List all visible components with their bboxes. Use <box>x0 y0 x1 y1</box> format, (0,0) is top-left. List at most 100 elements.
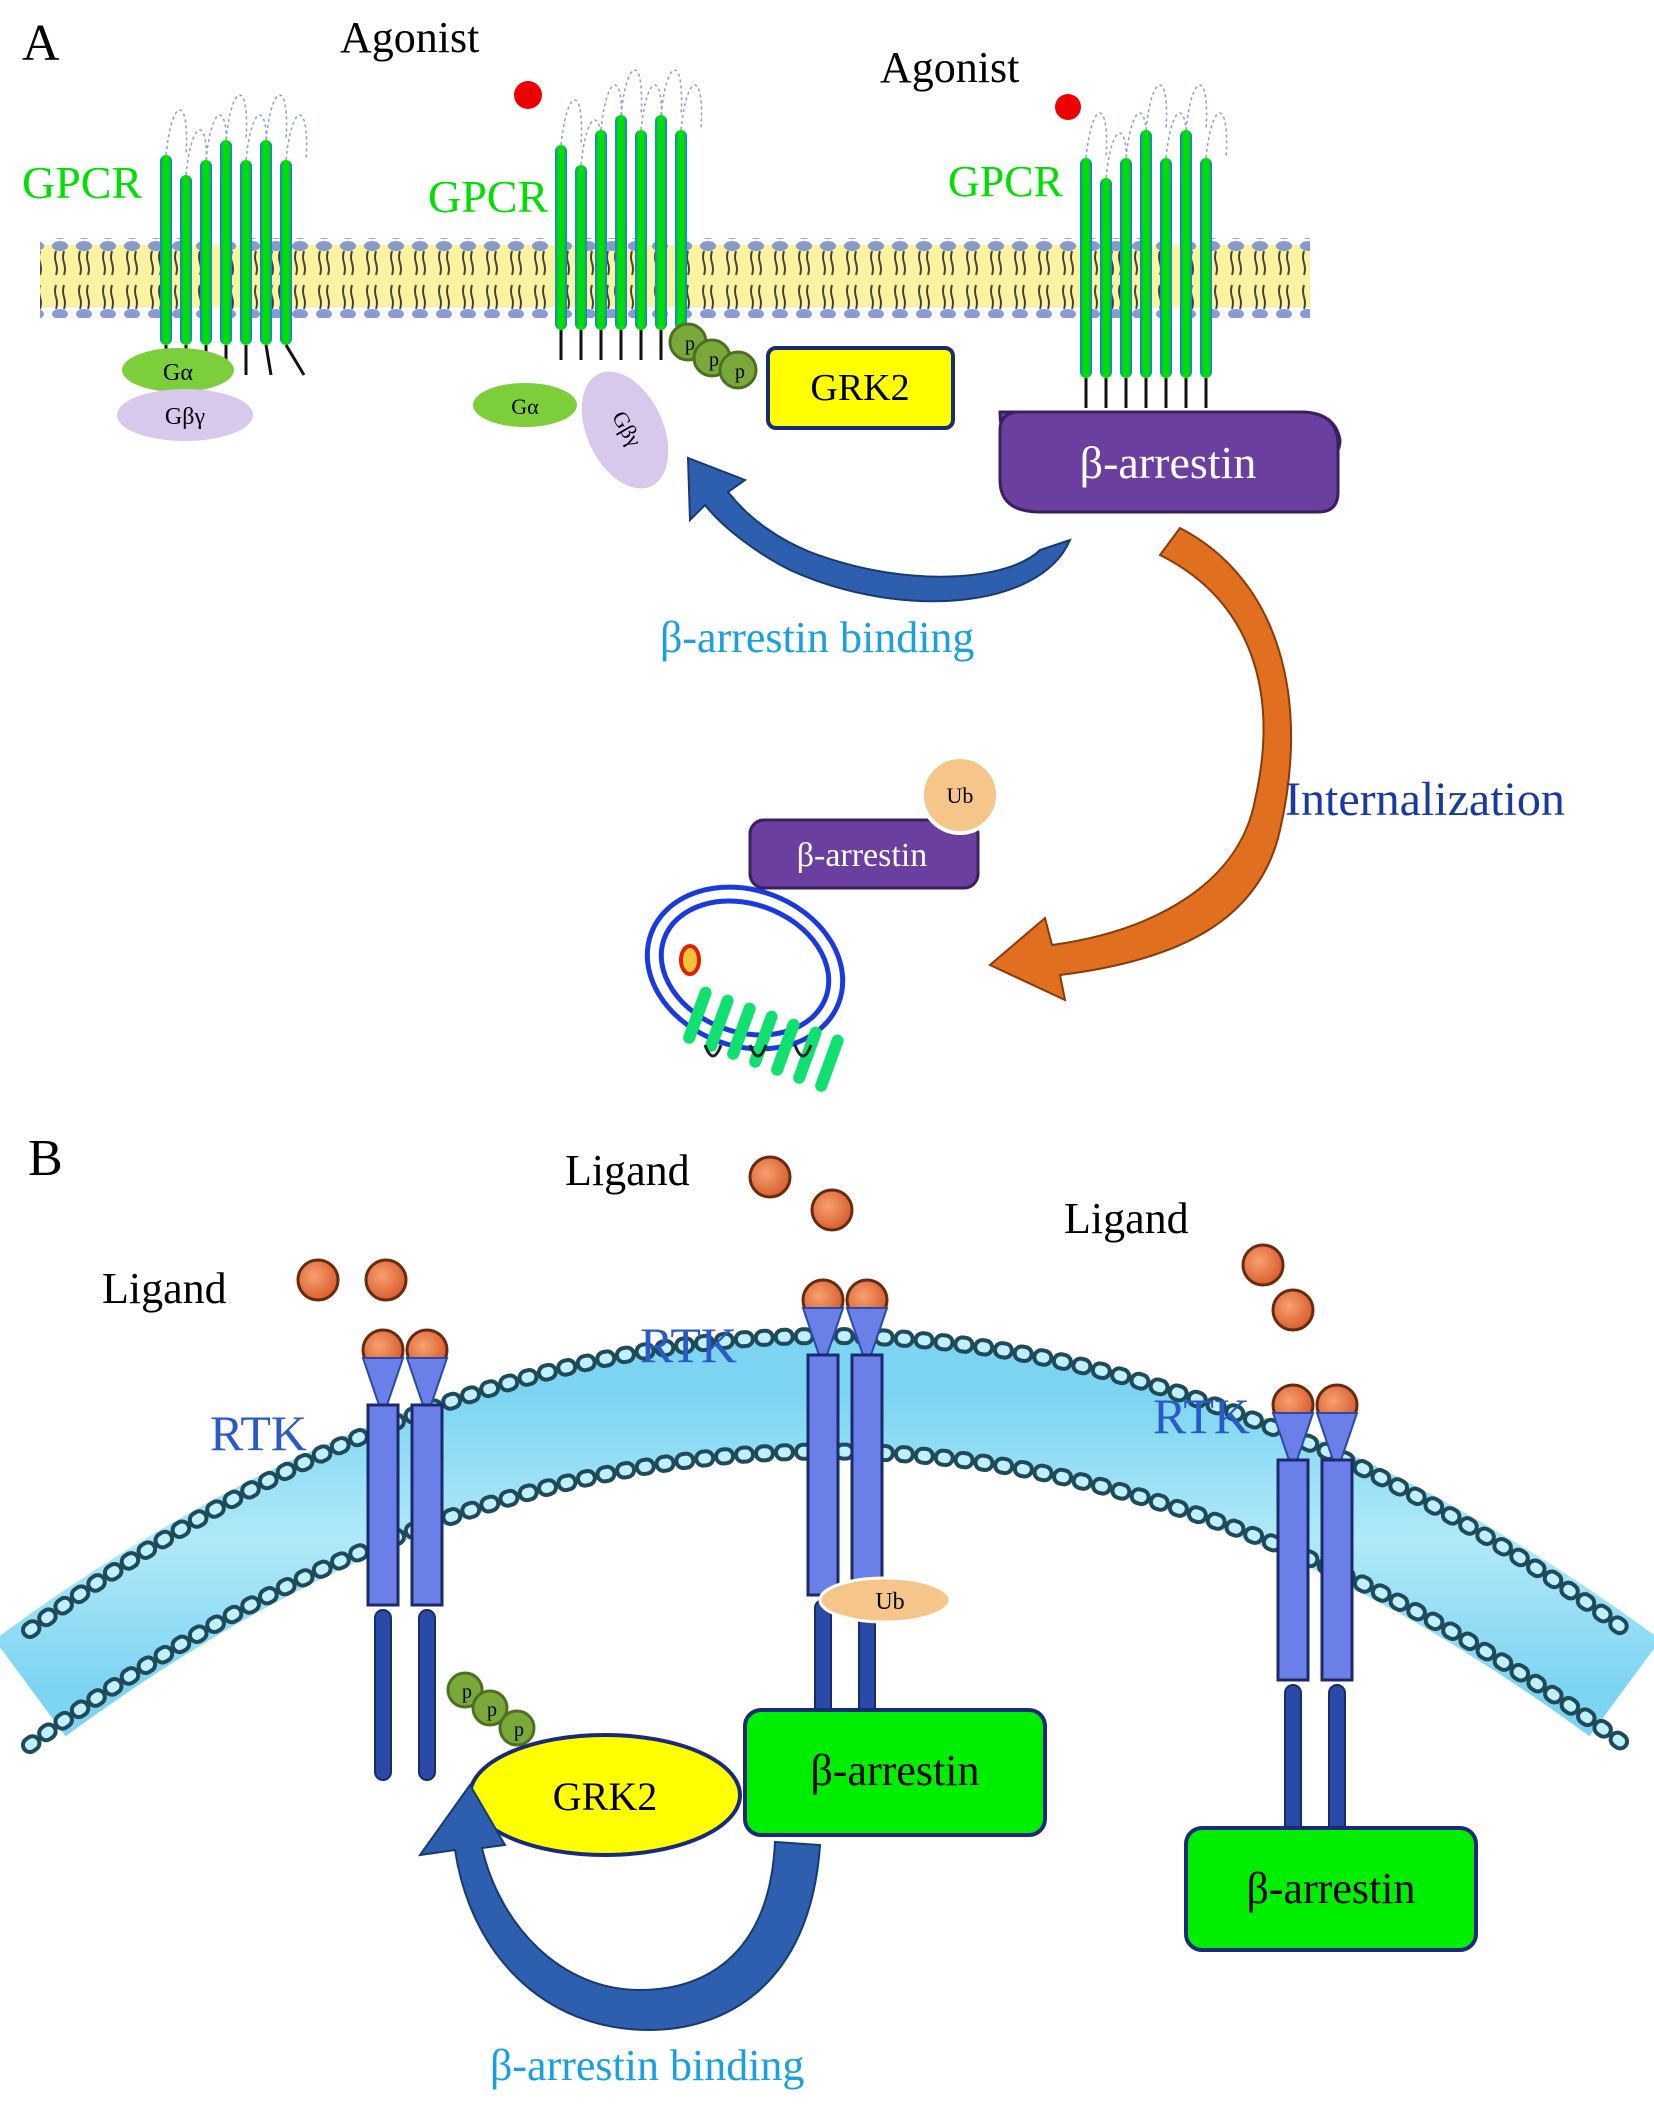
ubiquitin-b <box>818 1576 952 1624</box>
rtk-binding-domain <box>405 1357 449 1406</box>
transmembrane-helix <box>180 175 192 345</box>
agonist-molecule-1 <box>514 81 542 109</box>
transmembrane-helix <box>675 130 687 330</box>
ligand-label-3: Ligand <box>1064 1194 1189 1243</box>
rtk-dimer <box>1271 1383 1359 1846</box>
svg-text:p: p <box>709 349 719 371</box>
gpcr-label-3: GPCR <box>948 157 1064 206</box>
rtk-transmembrane <box>410 1403 444 1607</box>
g-alpha-subunit-2 <box>473 383 577 427</box>
transmembrane-helix <box>1140 130 1152 378</box>
panel-b-label: B <box>28 1130 63 1187</box>
transmembrane-helix <box>1100 178 1112 378</box>
beta-arrestin-label-a: β-arrestin <box>1080 437 1257 488</box>
internalized-helix <box>683 986 712 1044</box>
beta-arrestin-binding-label-b: β-arrestin binding <box>490 2041 804 2090</box>
rtk-binding-domain <box>361 1357 405 1406</box>
free-ligand <box>1271 1288 1315 1332</box>
transmembrane-helix <box>200 160 212 345</box>
transmembrane-helix <box>1120 158 1132 378</box>
svg-text:p: p <box>487 1699 497 1721</box>
rtk-label-2: RTK <box>640 1317 737 1373</box>
beta-arrestin-box-b2 <box>1184 1826 1478 1952</box>
transmembrane-helix <box>555 145 567 330</box>
transmembrane-helix <box>595 130 607 330</box>
grk2-box-a <box>766 346 955 430</box>
ubiquitin-a <box>920 755 1000 835</box>
transmembrane-helix <box>635 130 647 330</box>
g-betagamma-label-1: Gβγ <box>165 404 206 430</box>
free-ligand <box>364 1258 408 1302</box>
grk2-label-b: GRK2 <box>553 1774 657 1819</box>
beta-arrestin-label-internal: β-arrestin <box>797 837 928 874</box>
beta-arrestin-shape-a <box>998 410 1340 514</box>
internalized-helix <box>705 994 734 1052</box>
g-alpha-subunit-1 <box>122 348 234 392</box>
beta-arrestin-box-internal <box>748 818 980 890</box>
ub-label-b: Ub <box>875 1589 904 1615</box>
rtk-transmembrane <box>366 1403 400 1607</box>
rtk-kinase-tail <box>374 1609 392 1781</box>
internalized-helix <box>727 1002 756 1060</box>
rtk-dimer <box>361 1328 449 1781</box>
endocytic-vesicle <box>644 884 846 1052</box>
free-ligand <box>296 1258 340 1302</box>
internalization-arrow <box>988 526 1293 1002</box>
gpcr-receptor-inactive <box>160 94 308 376</box>
ub-label-a: Ub <box>947 783 974 808</box>
g-alpha-label-2: Gα <box>511 394 539 419</box>
transmembrane-helix <box>280 160 292 345</box>
transmembrane-helix <box>655 115 667 330</box>
rtk-transmembrane <box>1320 1458 1354 1682</box>
agonist-label-1: Agonist <box>340 13 479 62</box>
phosphate-group-b3: p <box>498 1709 536 1747</box>
rtk-transmembrane <box>850 1353 884 1597</box>
transmembrane-helix <box>160 155 172 345</box>
svg-text:p: p <box>685 333 695 355</box>
internalized-helix <box>793 1026 822 1084</box>
internalized-helix <box>815 1034 844 1092</box>
svg-text:p: p <box>735 361 745 383</box>
beta-arrestin-label-b2: β-arrestin <box>1247 1864 1416 1913</box>
rtk-transmembrane <box>1276 1458 1310 1682</box>
rtk-label-3: RTK <box>1153 1388 1250 1444</box>
transmembrane-helix <box>575 165 587 330</box>
internalized-helix <box>771 1018 800 1076</box>
agonist-molecule-2 <box>1055 94 1081 120</box>
beta-arrestin-binding-label-a: β-arrestin binding <box>660 613 974 662</box>
svg-text:p: p <box>462 1681 472 1703</box>
gpcr-receptor-activated <box>555 69 703 360</box>
g-betagamma-subunit-1 <box>117 389 253 441</box>
phosphate-group-b1: p <box>446 1671 484 1709</box>
internalized-helix <box>749 1010 778 1068</box>
internalized-gpcr <box>683 986 844 1092</box>
transmembrane-helix <box>1160 158 1172 378</box>
ligand-label-2: Ligand <box>565 1146 690 1195</box>
g-alpha-label-1: Gα <box>163 360 193 386</box>
transmembrane-helix <box>220 140 232 345</box>
agonist-label-2: Agonist <box>880 43 1019 92</box>
phosphate-group-b2: p <box>471 1689 509 1727</box>
phosphate-group-a3: p <box>718 350 758 390</box>
gpcr-label-2: GPCR <box>428 171 548 222</box>
free-ligand <box>748 1155 792 1199</box>
gpcr-receptor-arrestin-bound <box>1080 84 1228 408</box>
svg-text:p: p <box>514 1719 524 1741</box>
transmembrane-helix <box>240 160 252 345</box>
free-ligand <box>1241 1243 1285 1287</box>
transmembrane-helix <box>260 140 272 345</box>
beta-arrestin-binding-arrow-b <box>417 1783 822 2032</box>
beta-arrestin-box-b1 <box>743 1708 1047 1837</box>
transmembrane-helix <box>615 115 627 330</box>
internalization-label: Internalization <box>1285 773 1565 826</box>
transmembrane-helix <box>1080 158 1092 378</box>
beta-arrestin-binding-arrow-a <box>686 456 1072 603</box>
panel-a-label: A <box>22 15 60 72</box>
rtk-kinase-tail <box>1328 1684 1346 1846</box>
rtk-kinase-tail <box>1284 1684 1302 1846</box>
gpcr-label-1: GPCR <box>22 157 142 208</box>
transmembrane-helix <box>1180 130 1192 378</box>
transmembrane-helix <box>1200 158 1212 378</box>
grk2-label-a: GRK2 <box>810 367 909 409</box>
ligand-label-1: Ligand <box>102 1264 227 1313</box>
